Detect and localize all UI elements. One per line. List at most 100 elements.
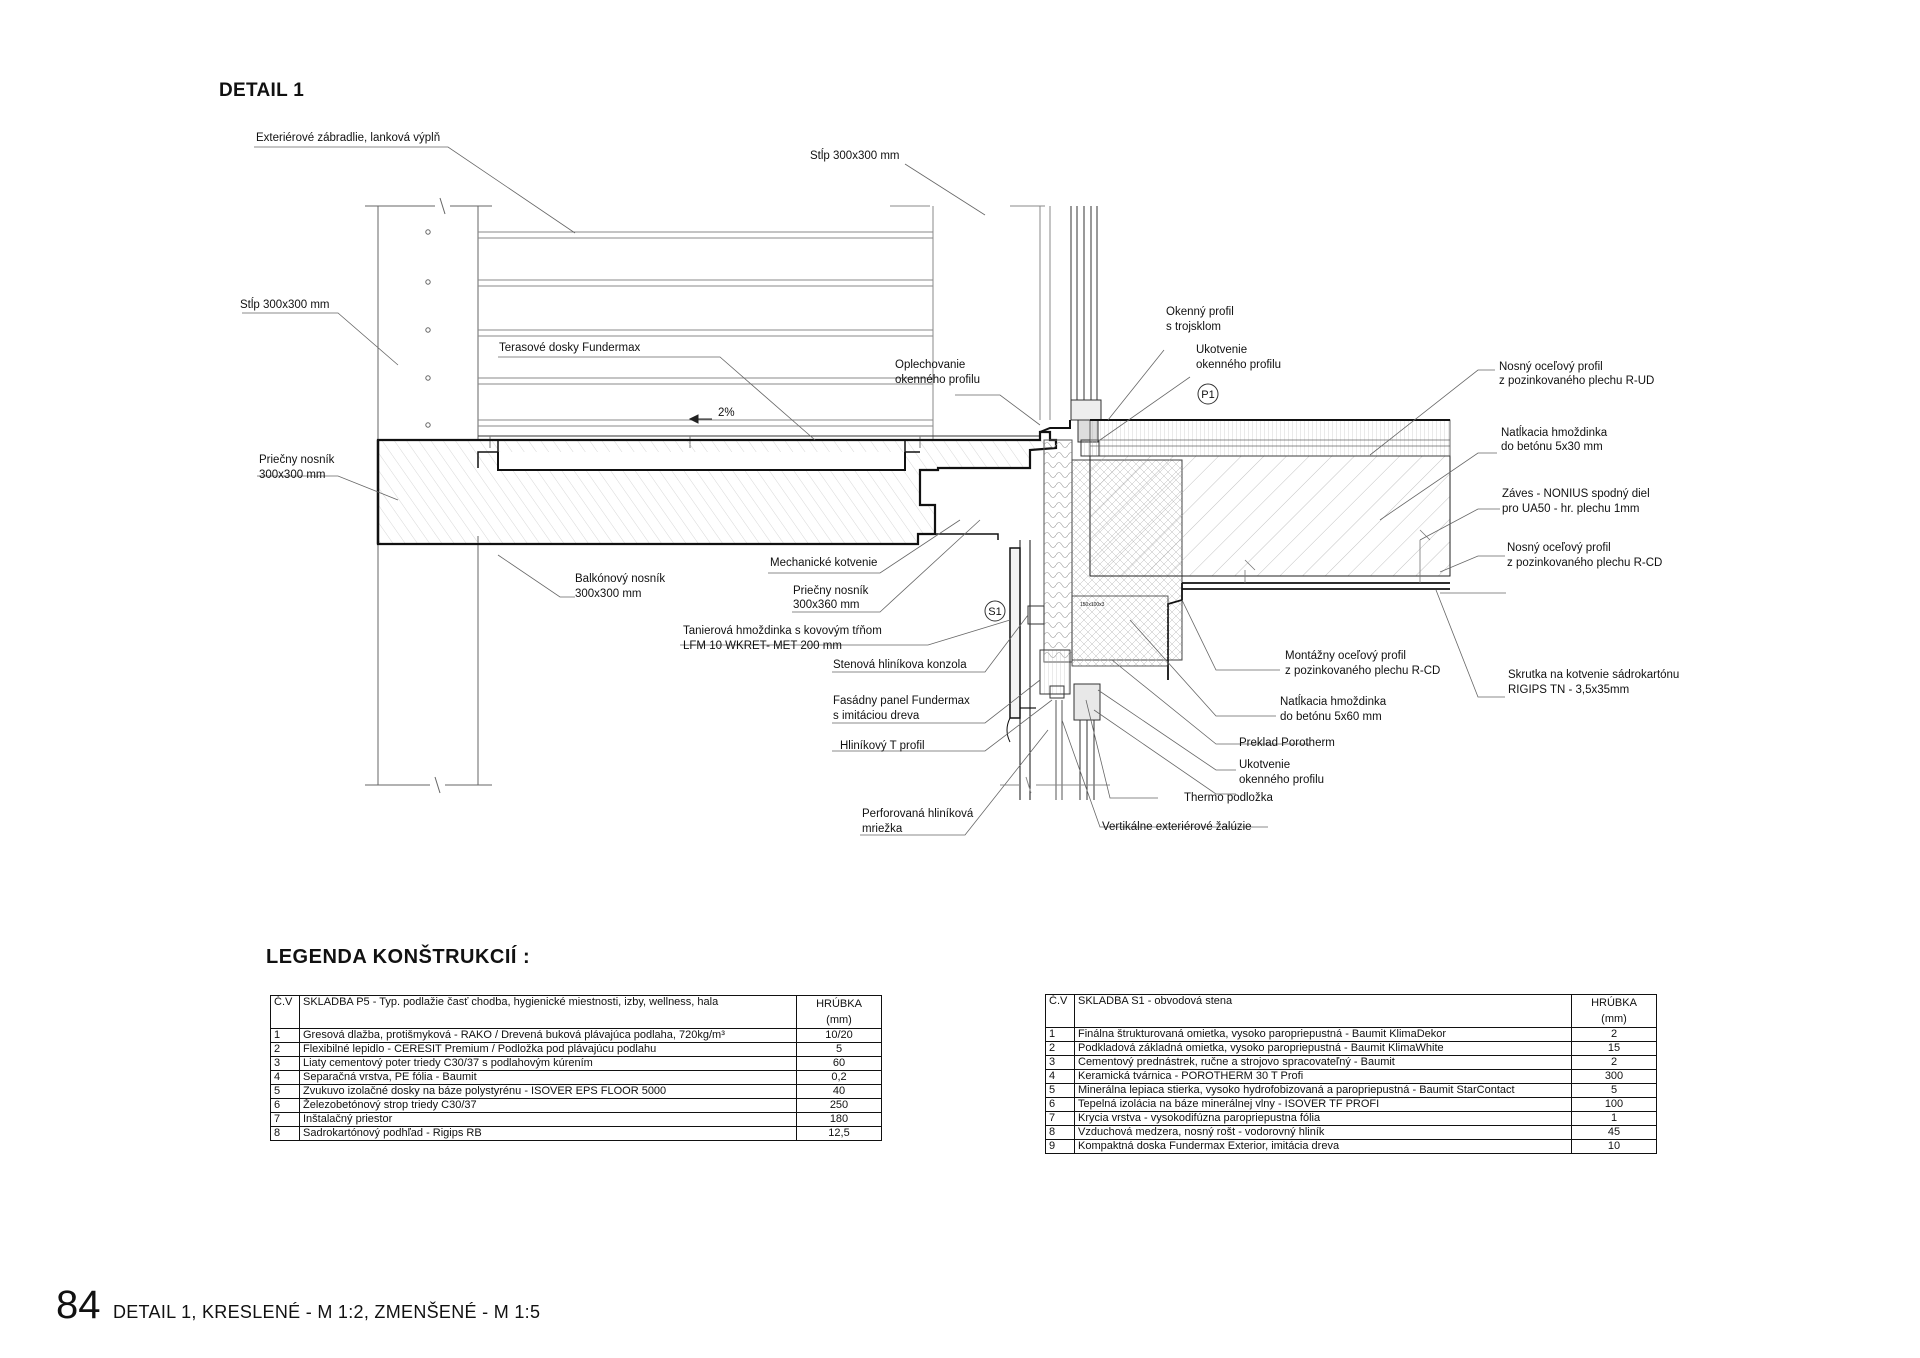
label-thermo: Thermo podložka: [1184, 792, 1273, 804]
col-name: SKLADBA S1 - obvodová stena: [1074, 994, 1572, 1028]
table-header-row: Č.V SKLADBA S1 - obvodová stena HRÚBKA(m…: [1045, 994, 1657, 1028]
cell-no: 6: [270, 1098, 300, 1113]
label-mount-2: z pozinkovaného plechu R-CD: [1285, 665, 1440, 677]
svg-text:P1: P1: [1201, 389, 1214, 401]
cell-no: 1: [1045, 1027, 1075, 1042]
label-cross-beam-2: 300x300 mm: [259, 469, 325, 481]
floor-layers: [1089, 419, 1451, 457]
cell-name: Kompaktná doska Fundermax Exterior, imit…: [1074, 1139, 1572, 1154]
cell-no: 4: [1045, 1069, 1075, 1084]
drawing-labels: Exteriérové zábradlie, lanková výplň Stĺ…: [240, 132, 1679, 835]
cell-name: Finálna štrukturovaná omietka, vysoko pa…: [1074, 1027, 1572, 1042]
leader-lines: [242, 146, 1506, 836]
label-balcony-beam-1: Balkónový nosník: [575, 573, 665, 585]
col-thickness: HRÚBKA(mm): [1571, 994, 1657, 1028]
label-facade-2: s imitáciou dreva: [833, 710, 920, 722]
label-terrace: Terasové dosky Fundermax: [499, 342, 641, 354]
cell-thickness: 10: [1571, 1139, 1657, 1154]
label-mesh-1: Perforovaná hliníková: [862, 808, 974, 820]
cell-no: 8: [1045, 1125, 1075, 1140]
slope-arrow: [688, 414, 712, 424]
railing-rails: [478, 205, 1045, 440]
cell-thickness: 100: [1571, 1097, 1657, 1112]
col-name: SKLADBA P5 - Typ. podlažie časť chodba, …: [299, 995, 797, 1029]
label-dowel-1: Tanierová hmoždinka s kovovým tŕňom: [683, 625, 882, 637]
window-flashing: [1039, 420, 1071, 433]
label-window-1: Okenný profil: [1166, 306, 1234, 318]
cell-name: Krycia vrstva - vysokodifúzna paropriepu…: [1074, 1111, 1572, 1126]
vertical-blinds: [1055, 700, 1063, 800]
label-cross-beam360-1: Priečny nosník: [793, 585, 869, 597]
lintel-tag: 150x100x3: [1080, 602, 1105, 608]
balcony-beam-inner: [497, 452, 906, 471]
cell-no: 4: [270, 1070, 300, 1085]
legend-table-s1: Č.V SKLADBA S1 - obvodová stena HRÚBKA(m…: [1045, 994, 1657, 1154]
label-dowel30-1: Natĺkacia hmoždinka: [1501, 426, 1608, 439]
cell-no: 3: [1045, 1055, 1075, 1070]
cell-name: Tepelná izolácia na báze minerálnej vlny…: [1074, 1097, 1572, 1112]
cell-no: 5: [1045, 1083, 1075, 1098]
label-rud-1: Nosný oceľový profil: [1499, 361, 1603, 373]
cell-no: 8: [270, 1126, 300, 1141]
cell-thickness: 2: [1571, 1055, 1657, 1070]
label-anchor-bot-2: okenného profilu: [1239, 774, 1324, 786]
label-rud-2: z pozinkovaného plechu R-UD: [1499, 375, 1654, 387]
facade-panel: [1006, 540, 1036, 800]
label-column-top: Stĺp 300x300 mm: [810, 149, 900, 162]
label-mesh-2: mriežka: [862, 823, 903, 835]
legend-table-p5: Č.V SKLADBA P5 - Typ. podlažie časť chod…: [270, 995, 882, 1141]
railing-column-left: [365, 197, 492, 794]
aluminium-console: [1027, 605, 1071, 699]
page-caption: DETAIL 1, KRESLENÉ - M 1:2, ZMENŠENÉ - M…: [112, 1302, 541, 1322]
label-cross-beam-1: Priečny nosník: [259, 454, 335, 466]
page-footer: 84 DETAIL 1, KRESLENÉ - M 1:2, ZMENŠENÉ …: [56, 1283, 540, 1328]
cell-thickness: 40: [796, 1084, 882, 1099]
cell-name: Gresová dlažba, protišmyková - RAKO / Dr…: [299, 1028, 797, 1043]
cell-thickness: 180: [796, 1112, 882, 1127]
detail-title: DETAIL 1: [219, 80, 305, 101]
concrete-slab: [1089, 455, 1451, 577]
cell-name: Minerálna lepiaca stierka, vysoko hydrof…: [1074, 1083, 1572, 1098]
label-t-profile: Hliníkový T profil: [840, 740, 925, 752]
label-facade-1: Fasádny panel Fundermax: [833, 695, 970, 707]
mechanical-anchor: [918, 533, 999, 540]
table-header-row: Č.V SKLADBA P5 - Typ. podlažie časť chod…: [270, 995, 882, 1029]
lower-window-frame: [1073, 683, 1101, 800]
label-anchor-top-2: okenného profilu: [1196, 359, 1281, 371]
label-column-left: Stĺp 300x300 mm: [240, 298, 330, 311]
tag-p1: P1: [1197, 383, 1219, 405]
cell-name: Vzduchová medzera, nosný rošt - vodorovn…: [1074, 1125, 1572, 1140]
cell-thickness: 250: [796, 1098, 882, 1113]
cell-no: 9: [1045, 1139, 1075, 1154]
cell-thickness: 12,5: [796, 1126, 882, 1141]
cell-no: 2: [1045, 1041, 1075, 1056]
label-dowel60-1: Natĺkacia hmoždinka: [1280, 695, 1387, 708]
window-profile: [1039, 206, 1102, 457]
label-lintel: Preklad Porotherm: [1239, 737, 1335, 749]
col-thickness: HRÚBKA(mm): [796, 995, 882, 1029]
label-mech-anchor: Mechanické kotvenie: [770, 557, 877, 569]
cell-thickness: 0,2: [796, 1070, 882, 1085]
cell-name: Flexibilné lepidlo - CERESIT Premium / P…: [299, 1042, 797, 1057]
label-mount-1: Montážny oceľový profil: [1285, 650, 1406, 662]
cell-thickness: 1: [1571, 1111, 1657, 1126]
label-balcony-beam-2: 300x300 mm: [575, 588, 641, 600]
cell-name: Cementový prednástrek, ručne a strojovo …: [1074, 1055, 1572, 1070]
cell-name: Inštalačný priestor: [299, 1112, 797, 1127]
cell-no: 7: [1045, 1111, 1075, 1126]
label-flashing-2: okenného profilu: [895, 374, 980, 386]
cell-no: 6: [1045, 1097, 1075, 1112]
label-console: Stenová hliníkova konzola: [833, 659, 967, 671]
cell-name: Separačná vrstva, PE fólia - Baumit: [299, 1070, 797, 1085]
cell-no: 5: [270, 1084, 300, 1099]
label-hanger-1: Záves - NONIUS spodný diel: [1502, 488, 1650, 500]
